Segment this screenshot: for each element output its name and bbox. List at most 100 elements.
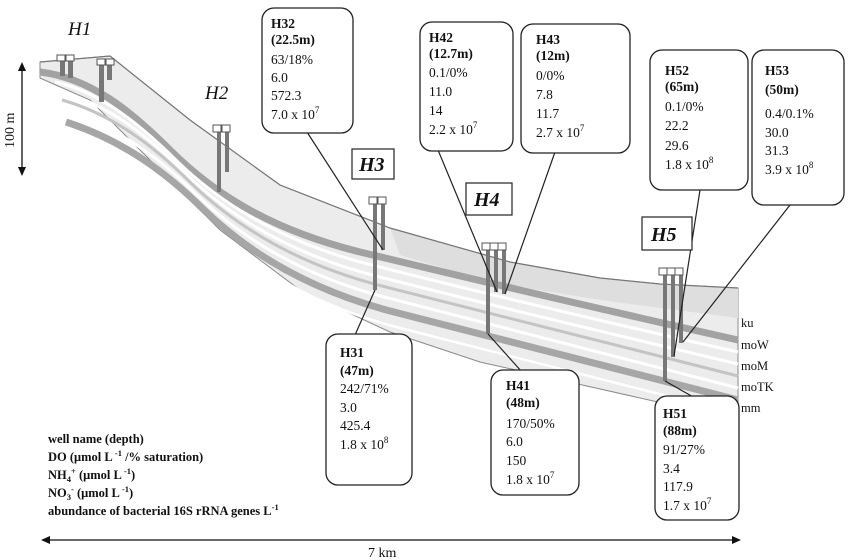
svg-text:3.9 x 108: 3.9 x 108 (765, 160, 814, 177)
dark-band-upper (39, 68, 739, 344)
connector-h31 (354, 289, 376, 336)
connector-h32 (306, 131, 384, 251)
well-name: H51 (663, 406, 687, 421)
well-box-h51: H51 (88m) 91/27% 3.4 117.9 1.7 x 107 (654, 395, 740, 521)
well-box-h42: H42 (12.7m) 0.1/0% 11.0 14 2.2 x 107 (419, 21, 514, 152)
connector-h42 (437, 149, 498, 293)
well-no3: 425.4 (340, 418, 371, 433)
connector-h41 (487, 333, 523, 373)
light-band-1 (54, 80, 739, 354)
well-do: 0.4/0.1% (765, 106, 814, 121)
well-bacteria: 7.0 x 10 (271, 107, 315, 122)
connector-h53 (682, 204, 791, 343)
well-name: H42 (429, 30, 453, 45)
well-depth: (50m) (765, 82, 799, 97)
hillslope-box-h3 (351, 148, 395, 180)
svg-text:2.7 x 107: 2.7 x 107 (536, 123, 585, 140)
well-bacteria-exp: 8 (709, 155, 714, 165)
legend-line-bacteria: abundance of bacterial 16S rRNA genes L-… (48, 502, 279, 518)
well-nh4: 7.8 (536, 87, 553, 102)
dark-band-lower (64, 118, 739, 404)
well-bacteria-exp: 7 (315, 105, 320, 115)
well-box-h53: H53 (50m) 0.4/0.1% 30.0 31.3 3.9 x 108 (751, 49, 845, 206)
well-depth: (22.5m) (271, 32, 315, 47)
strata-labels: ku moW moM moTK mm (741, 316, 774, 415)
hillslope-label-h1: H1 (67, 19, 91, 40)
well-box-h31: H31 (47m) 242/71% 3.0 425.4 1.8 x 108 (325, 333, 413, 486)
connector-h52 (673, 189, 701, 357)
horizontal-scale-bar: 7 km (41, 536, 741, 560)
well-bacteria: 1.8 x 10 (665, 157, 709, 172)
well-do: 0.1/0% (429, 65, 468, 80)
legend-line-do: DO (μmol L -1 /% saturation) (48, 448, 203, 464)
well-name: H32 (271, 16, 295, 31)
light-band-3 (63, 108, 739, 390)
hillslope-label-h3: H3 (358, 154, 385, 176)
svg-text:1.7 x 107: 1.7 x 107 (663, 496, 712, 513)
well-nh4: 6.0 (506, 434, 523, 449)
terrain-cross-section (39, 55, 739, 421)
vertical-scale-bar: 100 m (3, 62, 26, 176)
well-box-h43: H43 (12m) 0/0% 7.8 11.7 2.7 x 107 (520, 23, 631, 154)
well-bacteria: 2.7 x 10 (536, 125, 580, 140)
well-depth: (12m) (536, 48, 570, 63)
svg-text:7.0 x 107: 7.0 x 107 (271, 105, 320, 122)
hillslope-label-h5: H5 (650, 224, 677, 246)
vertical-scale-label: 100 m (3, 113, 18, 149)
well-box-h32: H32 (22.5m) 63/18% 6.0 572.3 7.0 x 107 (261, 7, 354, 134)
well-depth: (88m) (663, 423, 697, 438)
well-nh4: 11.0 (429, 84, 452, 99)
well-name: H41 (506, 378, 530, 393)
connector-h43 (504, 151, 556, 295)
terrain-outline (39, 55, 739, 289)
light-band-2 (59, 90, 739, 366)
well-name: H43 (536, 32, 560, 47)
mid-band (61, 98, 739, 378)
connector-lines (306, 131, 791, 399)
stratum-label-mm: mm (741, 401, 761, 415)
svg-text:2.2 x 107: 2.2 x 107 (429, 120, 478, 137)
svg-text:1.8 x 107: 1.8 x 107 (506, 470, 555, 487)
well-group-h2 (212, 124, 231, 192)
well-no3: 29.6 (665, 138, 689, 153)
well-bacteria: 1.8 x 10 (506, 472, 550, 487)
well-do: 0/0% (536, 68, 565, 83)
well-name: H53 (765, 63, 789, 78)
well-bacteria: 2.2 x 10 (429, 122, 473, 137)
well-no3: 11.7 (536, 106, 559, 121)
upper-layer-ku (390, 228, 738, 318)
well-bacteria-exp: 8 (809, 160, 814, 170)
stratum-label-motk: moTK (741, 380, 774, 394)
well-no3: 31.3 (765, 143, 789, 158)
hillslope-box-h5 (641, 216, 693, 251)
well-group-h3 (368, 196, 387, 290)
well-do: 91/27% (663, 442, 705, 457)
well-nh4: 3.0 (340, 400, 357, 415)
legend-line-well-name: well name (depth) (48, 432, 144, 446)
hillslope-label-h4: H4 (473, 189, 500, 211)
well-nh4: 6.0 (271, 70, 288, 85)
well-nh4: 3.4 (663, 461, 680, 476)
well-nh4: 22.2 (665, 118, 689, 133)
hillslope-labels: H1 H2 H3 H4 H5 (67, 19, 693, 251)
hillslope-label-h2: H2 (204, 83, 229, 104)
stratum-label-ku: ku (741, 316, 754, 330)
well-no3: 150 (506, 453, 527, 468)
hillslope-box-h4 (465, 182, 513, 216)
well-depth: (48m) (506, 395, 540, 410)
well-name: H31 (340, 345, 364, 360)
stratum-label-mow: moW (741, 338, 769, 352)
well-depth: (12.7m) (429, 46, 473, 61)
well-nh4: 30.0 (765, 125, 789, 140)
well-no3: 572.3 (271, 88, 302, 103)
well-no3: 117.9 (663, 479, 693, 494)
svg-text:1.8 x 108: 1.8 x 108 (340, 435, 389, 452)
well-no3: 14 (429, 103, 443, 118)
well-do: 0.1/0% (665, 99, 704, 114)
stratum-label-mom: moM (741, 359, 768, 373)
horizontal-scale-label: 7 km (368, 546, 397, 560)
well-bacteria: 1.8 x 10 (340, 437, 384, 452)
well-depth: (65m) (665, 79, 699, 94)
svg-text:1.8 x 108: 1.8 x 108 (665, 155, 714, 172)
